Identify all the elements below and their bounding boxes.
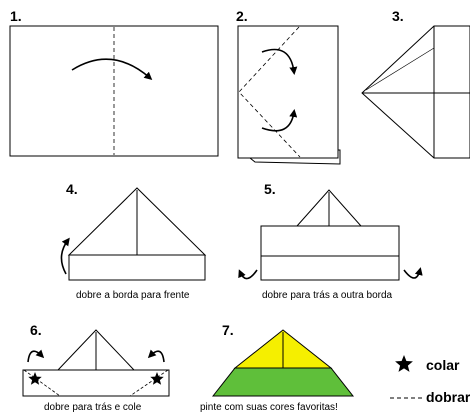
step-7-caption: pinte com suas cores favoritas!: [200, 402, 338, 413]
hat-brim: [260, 255, 400, 281]
paper-shape: [361, 25, 470, 159]
star-icon: [395, 355, 413, 372]
fold-line-right: [129, 369, 169, 397]
fold-arrow-right: [403, 267, 423, 279]
step-2-figure: [237, 25, 341, 165]
step-3-number: 3.: [392, 8, 404, 24]
step-5-caption: dobre para trás a outra borda: [262, 290, 393, 301]
hat-brim: [22, 369, 170, 397]
step-3-figure: [361, 25, 470, 159]
star-icon: [150, 372, 164, 385]
step-7-figure: [211, 329, 355, 397]
step-4-figure: [60, 187, 207, 281]
fold-arrow: [60, 237, 70, 275]
step-6-number: 6.: [30, 322, 42, 338]
fold-arrow-left: [27, 349, 45, 363]
step-2-number: 2.: [236, 8, 248, 24]
hat-brim: [68, 254, 206, 281]
fold-arrow: [71, 58, 153, 80]
step-4-caption: dobre a borda para frente: [76, 290, 190, 301]
step-4-number: 4.: [66, 181, 78, 197]
fold-arrow-top: [261, 48, 298, 75]
step-7-number: 7.: [222, 322, 234, 338]
legend-glue-label: colar: [426, 357, 460, 373]
paper-sheet: [237, 25, 339, 159]
fold-line-left: [23, 369, 61, 397]
star-icon: [28, 372, 42, 385]
fold-arrow-left: [238, 269, 258, 280]
step-1-figure: [9, 25, 219, 157]
step-1-number: 1.: [10, 8, 22, 24]
hat-band: [260, 225, 400, 257]
step-5-figure: [238, 189, 423, 281]
fold-line: [238, 26, 301, 158]
legend-fold-label: dobrar: [426, 389, 470, 405]
hat-green-section: [211, 367, 355, 397]
step-6-caption: dobre para trás e cole: [44, 402, 142, 413]
fold-arrow-bottom: [261, 109, 298, 132]
step-6-figure: [22, 329, 170, 397]
legend-graphics: [390, 355, 422, 399]
fold-arrow-right: [147, 349, 165, 363]
step-5-number: 5.: [264, 181, 276, 197]
